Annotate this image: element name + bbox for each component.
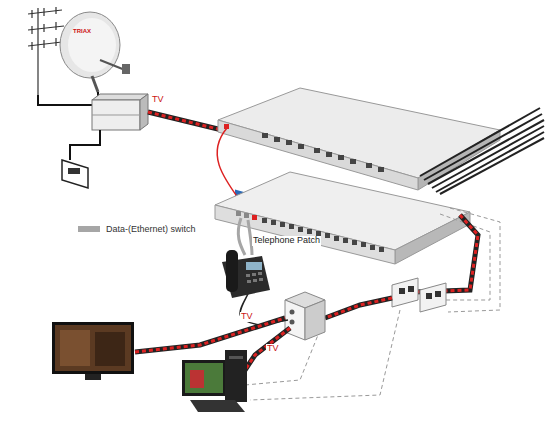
desktop-computer [182,350,247,412]
multiswitch [92,94,148,130]
signal-label: TV [240,312,254,322]
wall-outlets [392,278,446,312]
wall-socket [62,160,88,188]
part-label: Telephone Patch [252,236,321,246]
legend-swatch [78,226,100,232]
satellite-dish [60,12,130,92]
patch-panel-rack [215,172,470,264]
legend-row: Data-(Ethernet) switch [78,224,196,234]
junction-box [285,292,325,340]
legend-text: Data-(Ethernet) switch [106,224,196,234]
signal-label: TV [266,344,280,354]
flat-tv [52,322,134,380]
tv-antenna [28,7,64,95]
telephone [222,250,270,298]
dish-brand: TRIAX [73,28,91,35]
signal-label: TV [151,95,165,105]
